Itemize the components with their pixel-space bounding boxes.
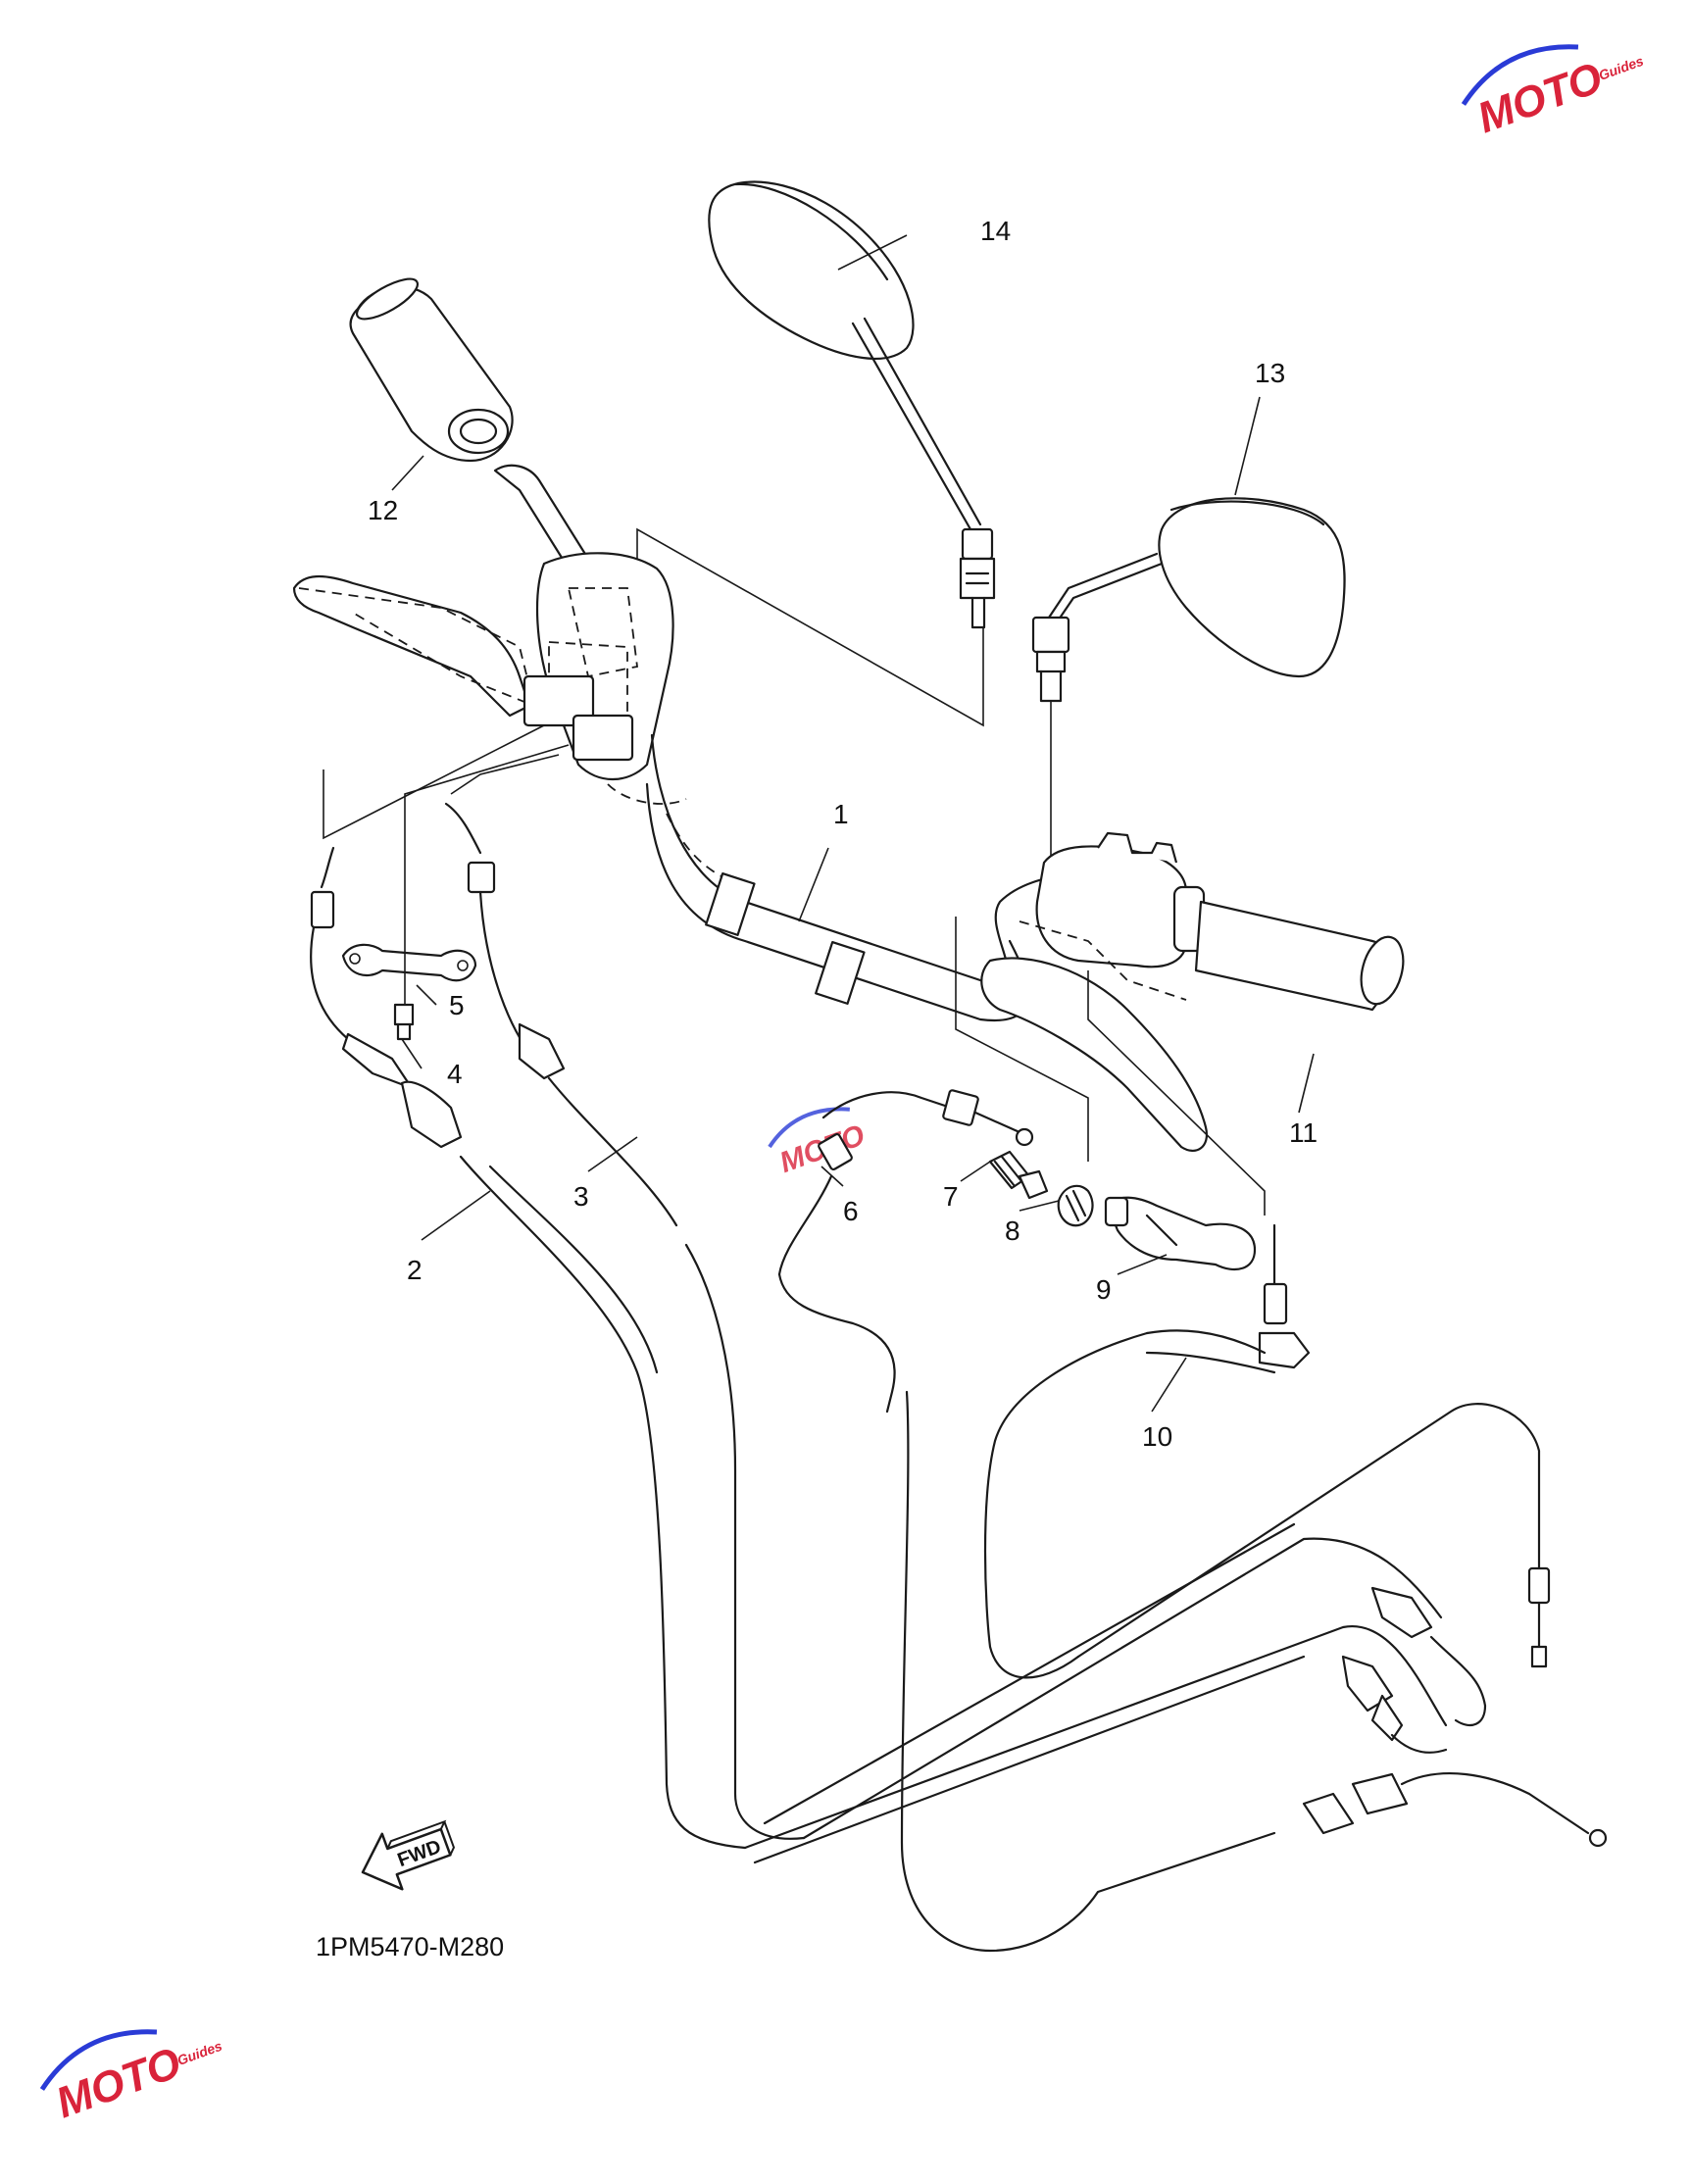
part-10-cable	[983, 1223, 1551, 1679]
part-2-cable	[310, 724, 1448, 1864]
part-9-lever-holder	[1104, 1196, 1257, 1271]
callout-6: 6	[843, 1196, 859, 1226]
watermark-logo-mid: MOTO	[768, 1107, 869, 1179]
part-14-mirror-left	[708, 180, 996, 629]
part-3-cable	[444, 754, 1487, 1840]
watermark-brand: MOTO	[50, 2038, 187, 2127]
watermark-logo-top: MOTO Guides	[1461, 44, 1646, 142]
callout-3: 3	[573, 1181, 589, 1212]
part-12-grip-left	[349, 277, 514, 463]
leader-5	[404, 744, 570, 1005]
part-7-adjuster	[988, 1150, 1049, 1200]
callout-13: 13	[1255, 358, 1285, 388]
callout-leaders	[391, 234, 1315, 1413]
callout-14: 14	[980, 216, 1011, 246]
part-5-plate	[341, 943, 477, 982]
callout-8: 8	[1005, 1216, 1020, 1246]
fwd-arrow-icon: FWD	[361, 1819, 456, 1891]
part-11-grip-right	[980, 831, 1405, 1216]
watermark-sub: Guides	[1597, 53, 1646, 83]
diagram-code: 1PM5470-M280	[316, 1932, 504, 1961]
leader-mirror-left	[636, 527, 984, 727]
watermark-brand: MOTO	[1471, 53, 1609, 142]
part-6-cable	[777, 1089, 1608, 1953]
callout-4: 4	[447, 1059, 463, 1089]
callout-2: 2	[407, 1255, 423, 1285]
part-4-screw	[393, 1003, 415, 1041]
callout-12: 12	[368, 495, 398, 525]
left-switch-assembly	[292, 464, 687, 805]
callout-7: 7	[943, 1181, 959, 1212]
watermark-logo-bottom: MOTO Guides	[39, 2029, 224, 2127]
watermark-sub: Guides	[175, 2038, 224, 2068]
callout-5: 5	[449, 990, 465, 1020]
part-13-mirror-right	[1031, 497, 1346, 703]
callout-1: 1	[833, 799, 849, 829]
part-8-nut	[1057, 1184, 1094, 1227]
leader-switch-right	[955, 917, 1089, 1162]
callout-11: 11	[1289, 1117, 1318, 1148]
callout-9: 9	[1096, 1274, 1112, 1305]
callout-10: 10	[1142, 1421, 1172, 1452]
